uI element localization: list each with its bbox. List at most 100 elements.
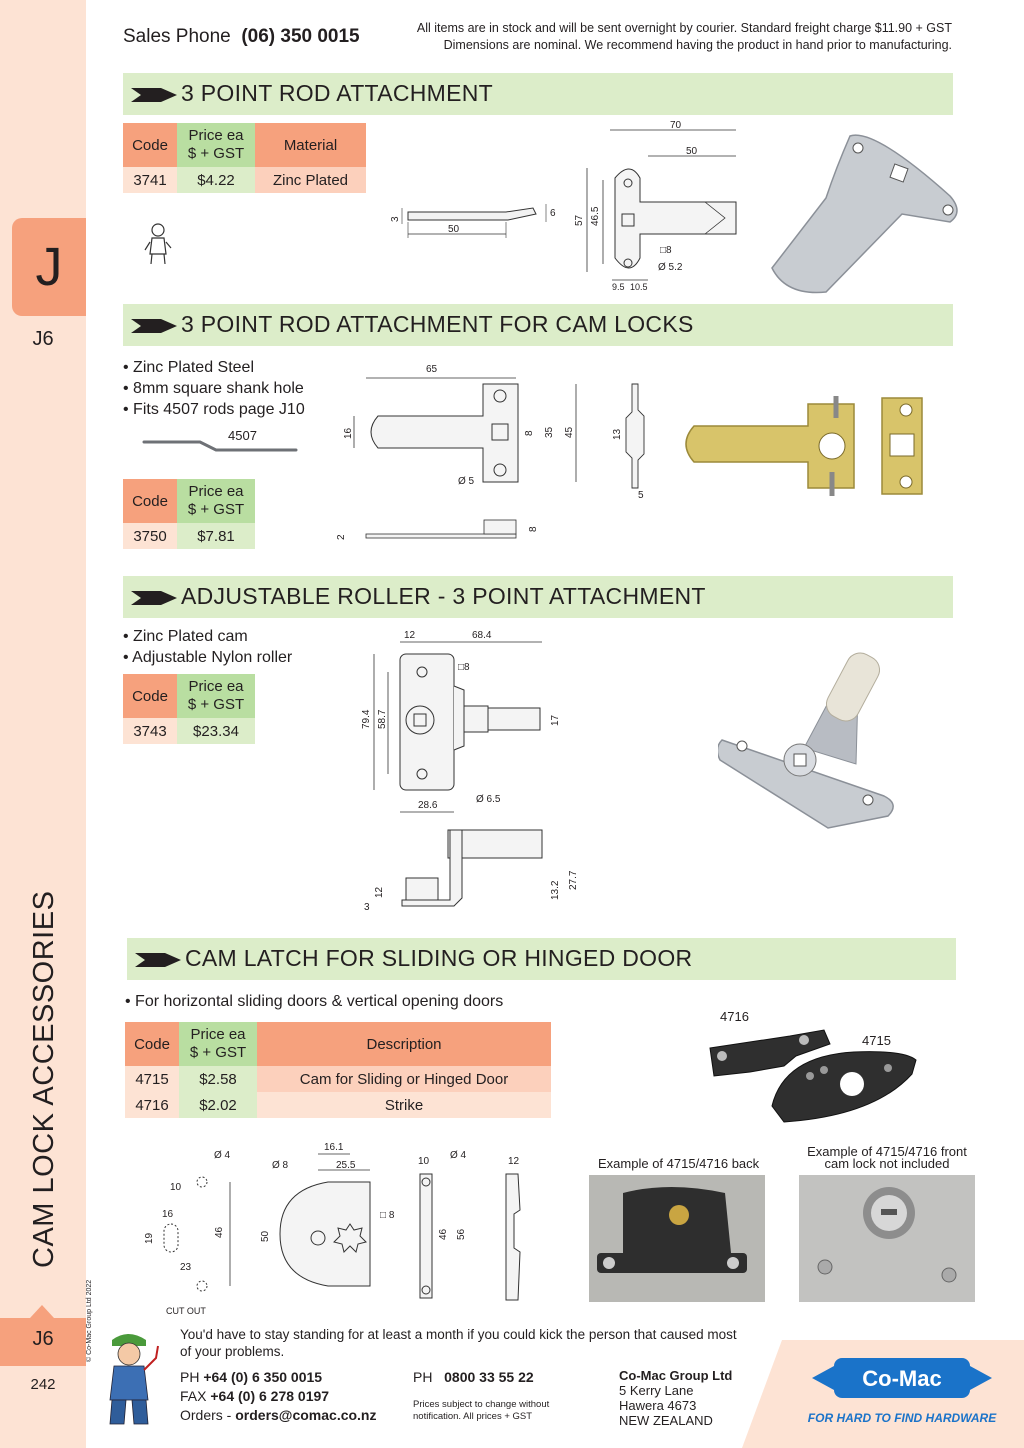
footer-company: Co-Mac Group Ltd [619, 1368, 733, 1383]
dim-dia-8: Ø 8 [272, 1160, 289, 1171]
section-code-bottom: J6 [32, 1328, 54, 1350]
cell-price: $7.81 [177, 523, 255, 549]
vertical-category-title: CAM LOCK ACCESSORIES [28, 890, 60, 1268]
banner-arrow-icon [131, 319, 177, 333]
cam-rod-attachment-photo [685, 396, 855, 496]
cell-price: $23.34 [177, 718, 255, 744]
header-price-line2: $ + GST [187, 501, 245, 518]
dim-46a: 46 [214, 1226, 225, 1238]
header-code: Code [123, 479, 177, 523]
product-label-4716: 4716 [720, 1009, 749, 1024]
footer-contacts: PH +64 (0) 6 350 0015 FAX +64 (0) 6 278 … [180, 1368, 377, 1425]
dim-12: 12 [404, 630, 416, 641]
header-price-line2: $ + GST [187, 145, 245, 162]
dim-3: 3 [390, 216, 401, 222]
cam-rod-plan-view-drawing: 65 16 8 35 45 Ø 5 [343, 364, 577, 487]
dim-45: 45 [564, 426, 575, 438]
dim-68-4: 68.4 [472, 630, 492, 641]
header-code: Code [125, 1022, 179, 1066]
strike-end-drawing: 12 [505, 1156, 521, 1301]
footer-prices-note-line2: notification. All prices + GST [413, 1411, 533, 1422]
section-code-top: J6 [32, 328, 54, 350]
footer-orders-row: Orders - orders@comac.co.nz [180, 1406, 377, 1425]
section-banner: CAM LATCH FOR SLIDING OR HINGED DOOR [127, 938, 956, 980]
example-front-image [817, 1187, 957, 1283]
dim-28-6: 28.6 [418, 800, 438, 811]
bottom-tab [0, 1318, 86, 1366]
dim-58-7: 58.7 [377, 709, 388, 729]
header-price-line2: $ + GST [189, 1044, 247, 1061]
footer-fax: +64 (0) 6 278 0197 [210, 1388, 330, 1404]
banner-arrow-icon [131, 591, 177, 605]
footer-freephone: PH 0800 33 55 22 [413, 1368, 534, 1387]
dim-56: 56 [456, 1228, 467, 1240]
header-price: Price ea$ + GST [177, 479, 255, 523]
dim-dia-4b: Ø 4 [450, 1150, 467, 1161]
cell-code: 4715 [125, 1066, 179, 1092]
dim-25-5: 25.5 [336, 1160, 356, 1171]
dim-dia-6-5: Ø 6.5 [476, 794, 501, 805]
footer-phone-row: PH +64 (0) 6 350 0015 [180, 1368, 377, 1387]
example-front-caption: Example of 4715/4716 front cam lock not … [806, 1145, 968, 1171]
dim-13-2: 13.2 [550, 880, 561, 900]
dim-square-8: □8 [458, 662, 470, 673]
dim-13: 13 [612, 428, 623, 440]
cam-4715-photo [771, 1051, 917, 1123]
section-letter-tab: J [12, 218, 86, 316]
example-back-photo [589, 1175, 765, 1302]
footer-phone[interactable]: +64 (0) 6 350 0015 [203, 1369, 323, 1385]
price-table: Code Price ea$ + GST Material 3741 $4.22… [123, 123, 366, 193]
example-back-image [597, 1187, 747, 1273]
price-table: Code Price ea$ + GST 3743 $23.34 [123, 674, 255, 744]
dim-3: 3 [364, 902, 370, 913]
dim-65: 65 [426, 364, 438, 375]
dim-10b: 10 [418, 1156, 430, 1167]
header-note-line1: All items are in stock and will be sent … [416, 21, 952, 35]
feature-list: • Zinc Plated cam • Adjustable Nylon rol… [123, 626, 292, 668]
sales-phone: Sales Phone (06) 350 0015 [123, 26, 360, 48]
cam-rod-bracket-photo [881, 397, 923, 495]
header-price-line2: $ + GST [187, 696, 245, 713]
banner-arrow-icon [135, 953, 181, 967]
cell-code: 4716 [125, 1092, 179, 1118]
cutout-drawing: Ø 4 10 16 19 23 46 CUT OUT [144, 1150, 231, 1316]
header-price-line1: Price ea [188, 127, 244, 144]
feature-item: • Zinc Plated cam [123, 628, 248, 645]
footer-orders-email[interactable]: orders@comac.co.nz [235, 1407, 377, 1423]
rod-label: 4507 [228, 428, 257, 443]
dim-50a: 50 [686, 146, 698, 157]
footer-quote: You'd have to stay standing for at least… [180, 1327, 737, 1359]
footer-freephone-label: PH [413, 1369, 433, 1385]
footer-freephone-number[interactable]: 0800 33 55 22 [444, 1369, 534, 1385]
header-price: Price ea$ + GST [177, 674, 255, 718]
page-number: 242 [30, 1376, 56, 1393]
dim-square-8: □8 [660, 245, 672, 256]
rod-4507-drawing [142, 440, 298, 452]
dim-70: 70 [670, 120, 682, 131]
section-title: ADJUSTABLE ROLLER - 3 POINT ATTACHMENT [181, 583, 706, 609]
dim-dia-4a: Ø 4 [214, 1150, 231, 1161]
footer-orders-label: Orders - [180, 1407, 232, 1423]
example-front-caption-line2: cam lock not included [824, 1156, 950, 1171]
footer-tagline: FOR HARD TO FIND HARDWARE [808, 1411, 997, 1425]
cell-price: $2.02 [179, 1092, 257, 1118]
footer-prices-note-line1: Prices subject to change without [413, 1399, 550, 1410]
price-table: Code Price ea$ + GST Description 4715 $2… [125, 1022, 551, 1118]
dim-16-1: 16.1 [324, 1142, 344, 1153]
mascot-small-icon [144, 223, 172, 265]
cell-code: 3741 [123, 167, 177, 193]
mascot-icon [109, 1334, 159, 1425]
section-banner: 3 POINT ROD ATTACHMENT FOR CAM LOCKS [123, 304, 953, 346]
example-back-caption: Example of 4715/4716 back [598, 1156, 760, 1171]
header-code: Code [123, 674, 177, 718]
header-price: Price ea$ + GST [179, 1022, 257, 1066]
dim-6: 6 [550, 208, 556, 219]
dim-10: 10 [170, 1182, 182, 1193]
section-banner: ADJUSTABLE ROLLER - 3 POINT ATTACHMENT [123, 576, 953, 618]
bottom-tab-arrow [30, 1305, 54, 1318]
footer-address: Co-Mac Group Ltd 5 Kerry Lane Hawera 467… [619, 1368, 732, 1428]
footer-phone-label: PH [180, 1369, 200, 1385]
cutout-label: CUT OUT [166, 1306, 206, 1316]
header-note: All items are in stock and will be sent … [417, 20, 952, 54]
dim-27-7: 27.7 [568, 870, 579, 890]
